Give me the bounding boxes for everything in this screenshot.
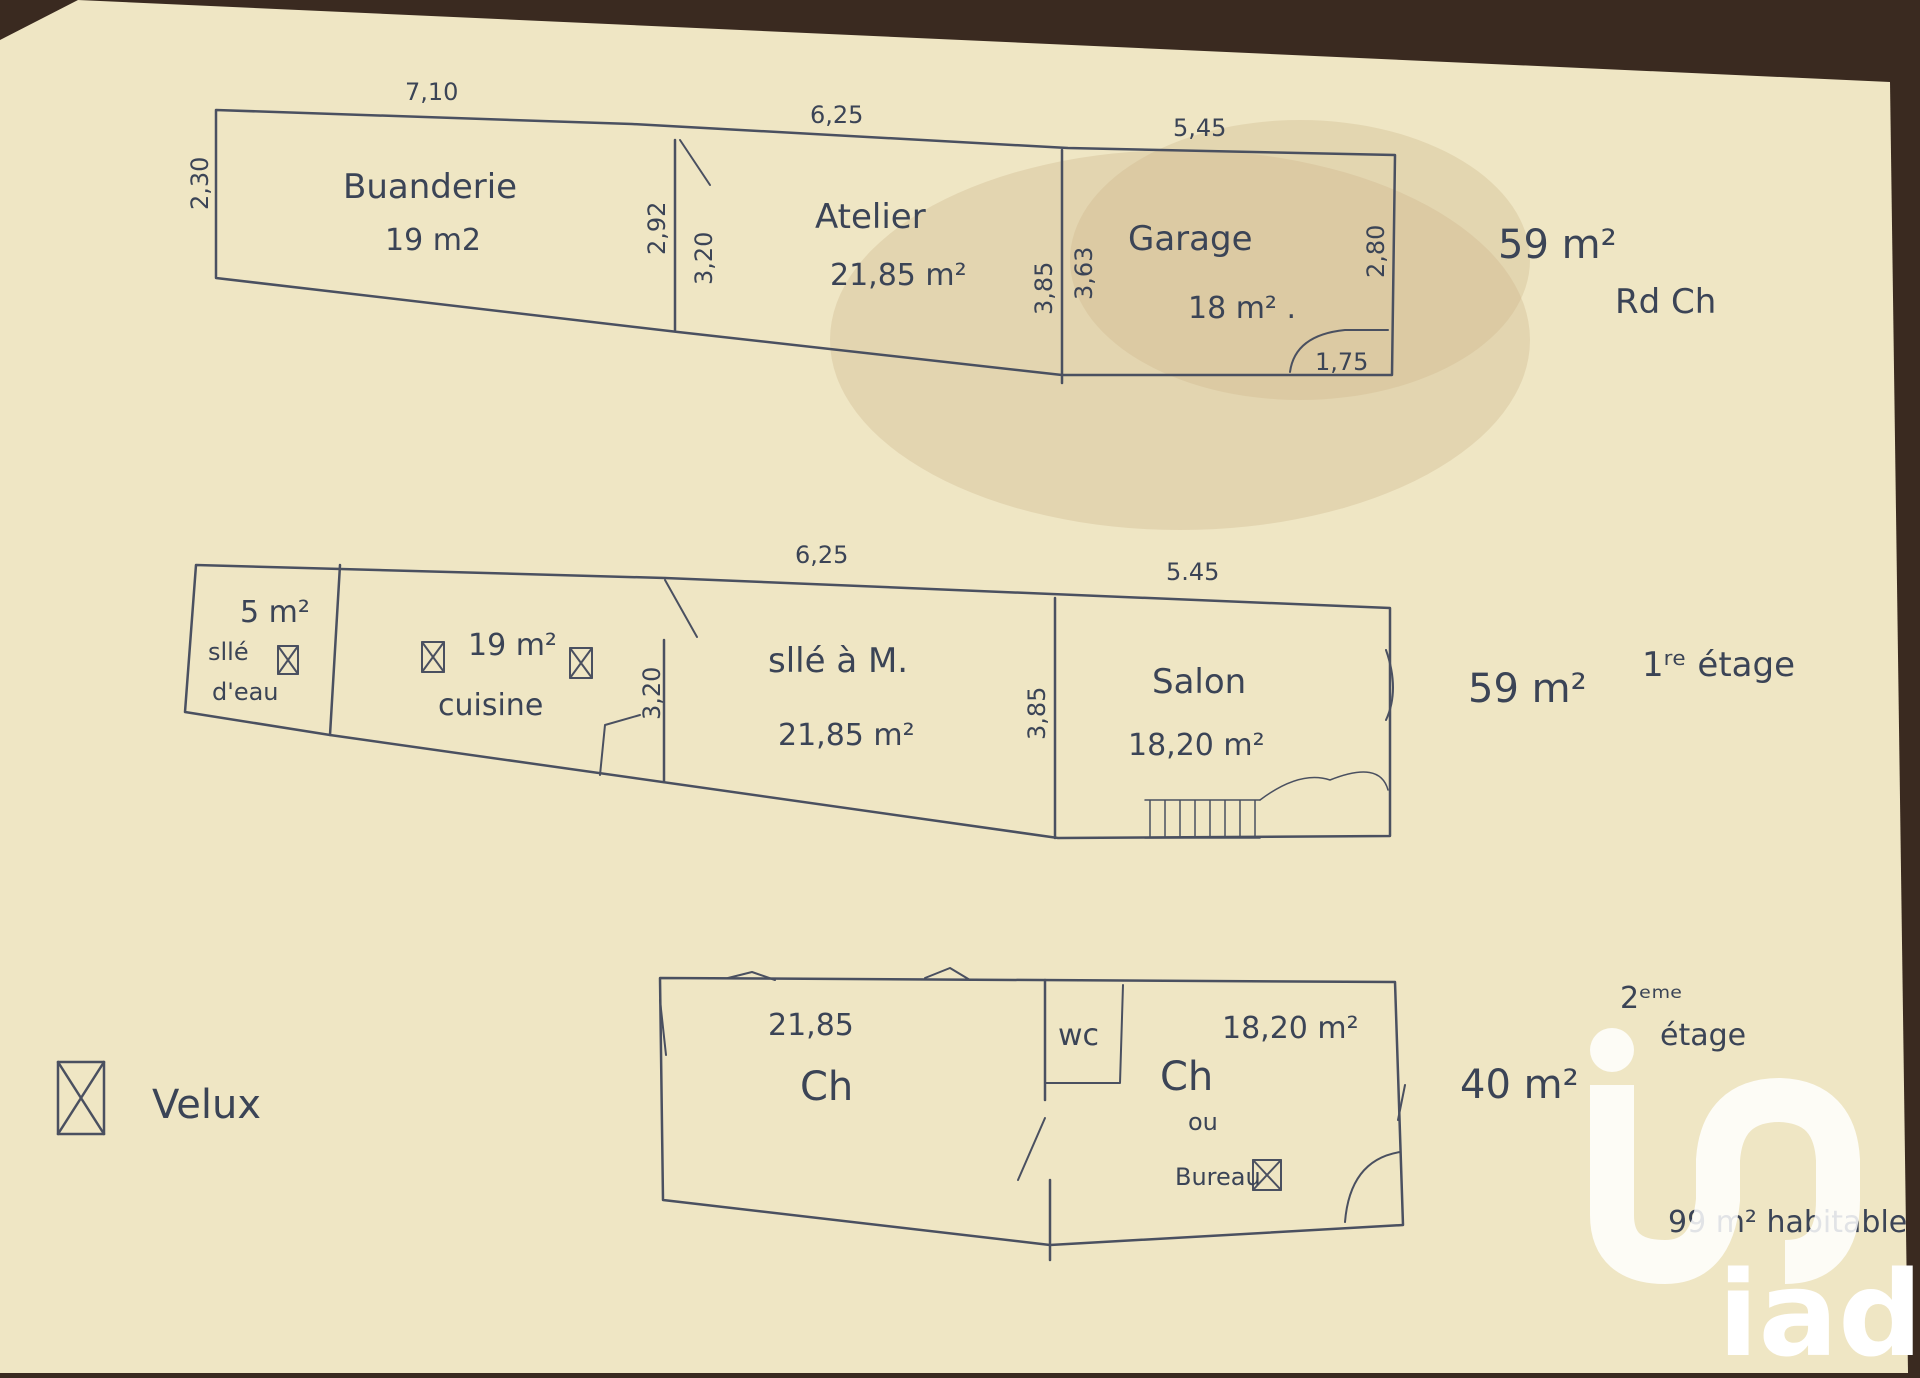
window-left	[659, 999, 667, 1056]
room-area-salle-deau: 5 m²	[240, 595, 310, 630]
velux-icon	[569, 647, 593, 679]
room-area-buanderie: 19 m2	[385, 223, 481, 258]
wall-ch-ch	[1043, 978, 1052, 1262]
room-name-garage: Garage	[1128, 219, 1253, 259]
dim-right: 2,80	[1362, 225, 1390, 278]
room-name-buanderie: Buanderie	[343, 167, 517, 207]
room-area-chambre-2: 18,20 m²	[1222, 1011, 1359, 1046]
roof-windows	[727, 967, 971, 981]
iad-watermark: iad	[1590, 1028, 1920, 1378]
room-area-atelier: 21,85 m²	[830, 258, 967, 293]
legend-label-velux: Velux	[152, 1082, 261, 1128]
wall-sde-cuisine	[328, 563, 342, 737]
stair-cuisine	[599, 714, 641, 776]
window-salon	[1385, 649, 1394, 721]
dim-top-right: 5.45	[1166, 558, 1219, 586]
first-floor-total: 59 m²	[1468, 666, 1587, 712]
first-floor-plan: 6,25 5.45 3,20 3,85 5 m² sllé d'eau 19 m…	[183, 541, 1795, 840]
dim-top-left: 7,10	[405, 78, 458, 106]
ground-floor-outline	[214, 108, 1397, 377]
room-area-salon: 18,20 m²	[1128, 728, 1265, 763]
room-area-salle-a-manger: 21,85 m²	[778, 718, 915, 753]
door-atelier	[679, 139, 711, 186]
room-name-salle-deau-2: d'eau	[212, 678, 279, 706]
dim-wall-b: 3,85	[1023, 687, 1051, 740]
second-floor-total: 40 m²	[1460, 1062, 1579, 1108]
room-name-cuisine: cuisine	[438, 688, 543, 723]
legend: Velux	[56, 1060, 261, 1136]
ground-floor-label: Rd Ch	[1615, 282, 1716, 322]
iad-brand-text: iad	[1718, 1245, 1920, 1373]
iad-logo-mark	[1590, 1077, 1860, 1285]
dim-wall-a: 3,20	[638, 667, 666, 720]
velux-icon	[421, 641, 445, 673]
first-floor-label: 1ʳᵉ étage	[1642, 645, 1795, 685]
second-floor-label-2: étage	[1660, 1018, 1746, 1053]
room-name-chambre-1: Ch	[800, 1064, 853, 1110]
first-floor-outline	[183, 563, 1392, 840]
door-garage-swing	[1289, 329, 1389, 373]
room-name-salon: Salon	[1152, 662, 1246, 702]
dim-top-mid: 6,25	[810, 101, 863, 129]
dim-wall-b2: 3,63	[1070, 247, 1098, 300]
room-name-atelier: Atelier	[815, 197, 926, 237]
door-sam	[664, 579, 698, 638]
wc-enclosure	[1044, 984, 1124, 1084]
dim-top-mid: 6,25	[795, 541, 848, 569]
iad-logo-dot	[1590, 1028, 1634, 1072]
room-area-cuisine: 19 m²	[468, 628, 557, 663]
room-name-wc: wc	[1058, 1018, 1099, 1053]
room-area-chambre-1: 21,85	[768, 1008, 854, 1043]
room-alt-prefix: ou	[1188, 1108, 1218, 1136]
door-ch	[1017, 1117, 1046, 1181]
room-name-chambre-2: Ch	[1160, 1054, 1213, 1100]
velux-legend-icon	[56, 1060, 106, 1136]
dim-left: 2,30	[186, 157, 214, 210]
window-right	[1397, 1084, 1406, 1121]
dim-wall-b1: 3,85	[1030, 262, 1058, 315]
dim-wall-a1: 2,92	[643, 202, 671, 255]
velux-icon	[277, 645, 299, 675]
stair-turn-salon	[1259, 771, 1389, 801]
stair-salon	[1144, 799, 1261, 839]
door-swing-ch	[1344, 1151, 1401, 1223]
velux-icon	[1252, 1159, 1282, 1191]
ground-floor-total: 59 m²	[1498, 222, 1617, 268]
dim-wall-a2: 3,20	[690, 232, 718, 285]
dim-garage-door: 1,75	[1315, 348, 1368, 376]
coffee-stain	[830, 150, 1530, 530]
ground-floor-plan: 7,10 6,25 5,45 2,30 2,92 3,20 3,85 3,63 …	[186, 78, 1716, 385]
room-alt-bureau: Bureau	[1175, 1163, 1261, 1191]
second-floor-plan: 21,85 Ch wc 18,20 m² Ch ou Bureau 40 m² …	[658, 967, 1746, 1262]
second-floor-label-1: 2ᵉᵐᵉ	[1620, 981, 1683, 1016]
coffee-stain-inner	[1070, 120, 1530, 400]
room-area-garage: 18 m² .	[1188, 291, 1296, 326]
second-floor-outline	[658, 976, 1405, 1247]
room-name-salle-deau-1: sllé	[208, 638, 249, 666]
room-name-salle-a-manger: sllé à M.	[768, 641, 908, 681]
dim-top-right: 5,45	[1173, 114, 1226, 142]
